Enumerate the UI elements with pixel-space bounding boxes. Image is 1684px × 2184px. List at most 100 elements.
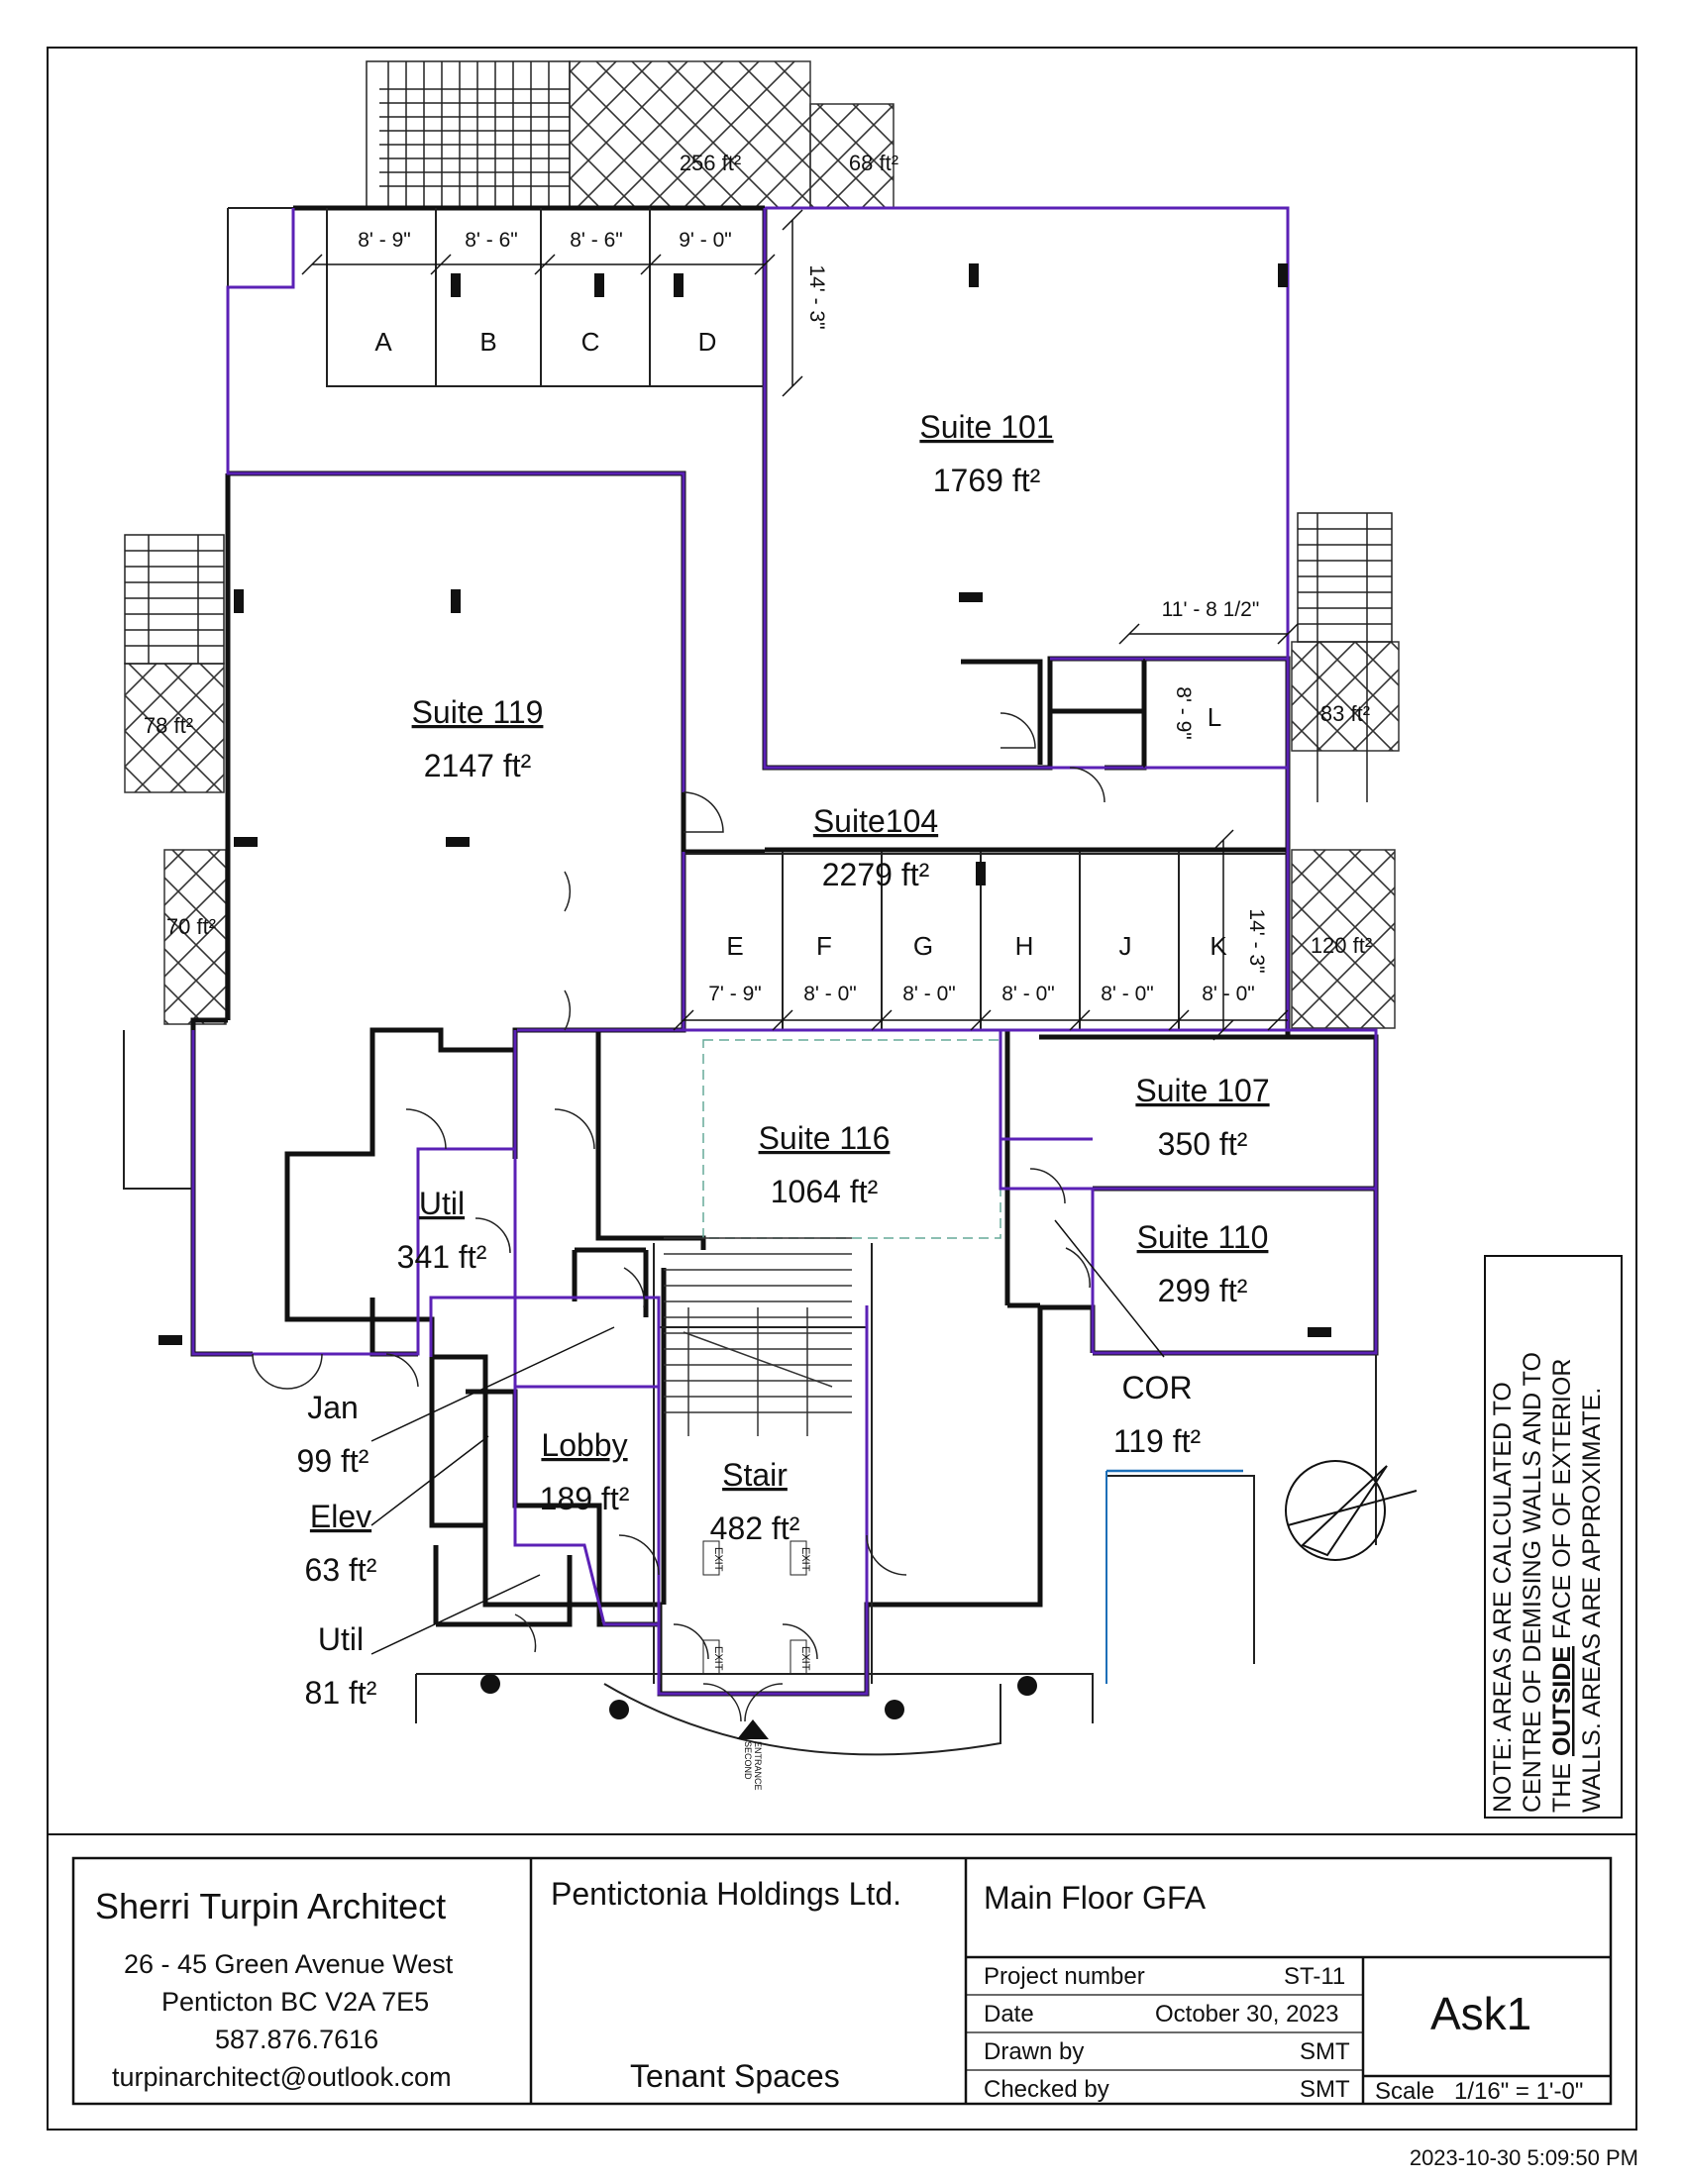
patio-120	[1291, 849, 1396, 1029]
suite-104-name: Suite104	[813, 803, 938, 839]
lobby-area: 189 ft²	[540, 1481, 630, 1516]
dim-bottom-4: 8' - 0"	[1001, 983, 1054, 1005]
storage-f: F	[816, 931, 832, 961]
scale-label: Scale	[1375, 2078, 1435, 2105]
stair-area: 482 ft²	[710, 1510, 800, 1546]
svg-text:ENTRANCE: ENTRANCE	[753, 1741, 763, 1791]
dimension-labels: 8' - 9" 8' - 6" 8' - 6" 9' - 0" 11' - 8 …	[358, 229, 1268, 1005]
storage-c: C	[581, 327, 600, 357]
room-labels: Suite 101 1769 ft² Suite 119 2147 ft² Su…	[297, 409, 1270, 1711]
north-arrow-icon	[1285, 1460, 1418, 1561]
storage-k: K	[1210, 931, 1227, 961]
exit-sign-1: EXIT	[712, 1547, 724, 1572]
patio-labels: 256 ft² 68 ft² 78 ft² 70 ft² 83 ft² 120 …	[144, 151, 1372, 958]
exit-sign-4: EXIT	[799, 1646, 811, 1671]
dim-l-depth: 8' - 9"	[1172, 686, 1195, 739]
elev-name: Elev	[310, 1499, 371, 1534]
storage-a: A	[374, 327, 392, 357]
date-label: Date	[984, 2001, 1034, 2028]
suite-107-area: 350 ft²	[1158, 1126, 1248, 1162]
util-a-area: 341 ft²	[397, 1239, 487, 1275]
storage-d: D	[698, 327, 717, 357]
dim-bottom-6: 8' - 0"	[1202, 983, 1254, 1005]
architect-email: turpinarchitect@outlook.com	[112, 2062, 452, 2092]
dim-bottom-3: 8' - 0"	[902, 983, 955, 1005]
area-note: NOTE: AREAS ARE CALCULATED TO CENTRE OF …	[1489, 1352, 1606, 1813]
patio-70-label: 70 ft²	[166, 914, 216, 939]
patio-120-label: 120 ft²	[1311, 933, 1372, 958]
lobby-name: Lobby	[541, 1427, 627, 1463]
drawn-by-label: Drawn by	[984, 2038, 1085, 2065]
title-block-frame	[71, 1856, 1613, 2106]
jan-name: Jan	[307, 1390, 359, 1425]
cor-area: 119 ft²	[1113, 1423, 1202, 1459]
dim-bottom-1: 7' - 9"	[708, 983, 761, 1005]
exit-sign-2: EXIT	[799, 1547, 811, 1572]
title-block-rows	[966, 1994, 1363, 2071]
scale-value: 1/16" = 1'-0"	[1454, 2078, 1584, 2105]
sheet-number: Ask1	[1430, 1988, 1532, 2039]
client-name: Pentictonia Holdings Ltd.	[551, 1876, 901, 1912]
storage-l: L	[1208, 702, 1221, 732]
dim-top-4: 9' - 0"	[679, 229, 731, 252]
patio-68	[809, 103, 895, 209]
suite-110-name: Suite 110	[1137, 1219, 1269, 1255]
date-value: October 30, 2023	[1155, 2001, 1339, 2028]
svg-text:WALLS. AREAS ARE APPROXIMATE.: WALLS. AREAS ARE APPROXIMATE.	[1578, 1388, 1606, 1813]
checked-by-label: Checked by	[984, 2076, 1109, 2103]
dim-suite101-width: 11' - 8 1/2"	[1162, 598, 1260, 621]
suite-107-name: Suite 107	[1135, 1073, 1269, 1108]
suite-116-area: 1064 ft²	[771, 1174, 879, 1209]
elev-area: 63 ft²	[305, 1552, 377, 1588]
architect-phone: 587.876.7616	[215, 2025, 379, 2054]
storage-labels: A B C D E F G H J K L	[374, 327, 1227, 961]
util-a-name: Util	[419, 1186, 465, 1221]
suite-116-name: Suite 116	[759, 1120, 891, 1156]
architect-name: Sherri Turpin Architect	[95, 1886, 447, 1926]
second-entrance-label: SECOND ENTRANCE	[743, 1741, 763, 1791]
patio-83	[1291, 641, 1400, 752]
leader-lines	[370, 1219, 1243, 1684]
dim-bottom-2: 8' - 0"	[803, 983, 856, 1005]
drawn-by-value: SMT	[1300, 2038, 1350, 2065]
util-b-name: Util	[318, 1621, 364, 1657]
note-box	[1484, 1255, 1623, 1819]
exit-sign-3: EXIT	[712, 1646, 724, 1671]
util-b-area: 81 ft²	[305, 1675, 377, 1711]
architect-address-2: Penticton BC V2A 7E5	[161, 1987, 430, 2017]
exterior-stairs	[124, 60, 1393, 802]
architect-address-1: 26 - 45 Green Avenue West	[124, 1949, 454, 1979]
interior-stair	[664, 1237, 852, 1436]
cor-name: COR	[1121, 1370, 1192, 1405]
storage-g: G	[913, 931, 933, 961]
print-timestamp: 2023-10-30 5:09:50 PM	[1409, 2145, 1638, 2170]
svg-text:CENTRE OF DEMISING WALLS AND T: CENTRE OF DEMISING WALLS AND TO	[1519, 1352, 1546, 1813]
svg-text:THE OUTSIDE FACE OF OF EXTERIO: THE OUTSIDE FACE OF OF EXTERIOR	[1548, 1359, 1576, 1813]
storage-j: J	[1119, 931, 1132, 961]
sheet-title: Main Floor GFA	[984, 1880, 1207, 1916]
sheet-border	[47, 47, 1637, 2131]
svg-text:NOTE: AREAS ARE CALCULATED TO: NOTE: AREAS ARE CALCULATED TO	[1489, 1382, 1517, 1813]
stair-name: Stair	[722, 1457, 788, 1493]
checked-by-value: SMT	[1300, 2076, 1350, 2103]
exit-signs: EXIT EXIT EXIT EXIT	[702, 1540, 811, 1675]
patio-areas	[124, 60, 1400, 1029]
columns	[158, 263, 1331, 1719]
patio-256-label: 256 ft²	[680, 151, 741, 175]
suite-119-area: 2147 ft²	[424, 748, 532, 783]
dim-bottom-5: 8' - 0"	[1101, 983, 1153, 1005]
suite-101-name: Suite 101	[919, 409, 1053, 445]
storage-b: B	[479, 327, 496, 357]
dim-top-2: 8' - 6"	[465, 229, 517, 252]
sheet-subtitle: Tenant Spaces	[630, 2058, 840, 2094]
storage-e: E	[726, 931, 743, 961]
area-boundaries	[191, 206, 1378, 1696]
suite-110-area: 299 ft²	[1158, 1273, 1248, 1308]
dim-depth-top: 14' - 3"	[805, 264, 828, 329]
dim-top-1: 8' - 9"	[358, 229, 410, 252]
patio-83-label: 83 ft²	[1320, 701, 1370, 726]
suite-104-area: 2279 ft²	[822, 857, 930, 892]
dim-depth-right: 14' - 3"	[1245, 908, 1268, 973]
